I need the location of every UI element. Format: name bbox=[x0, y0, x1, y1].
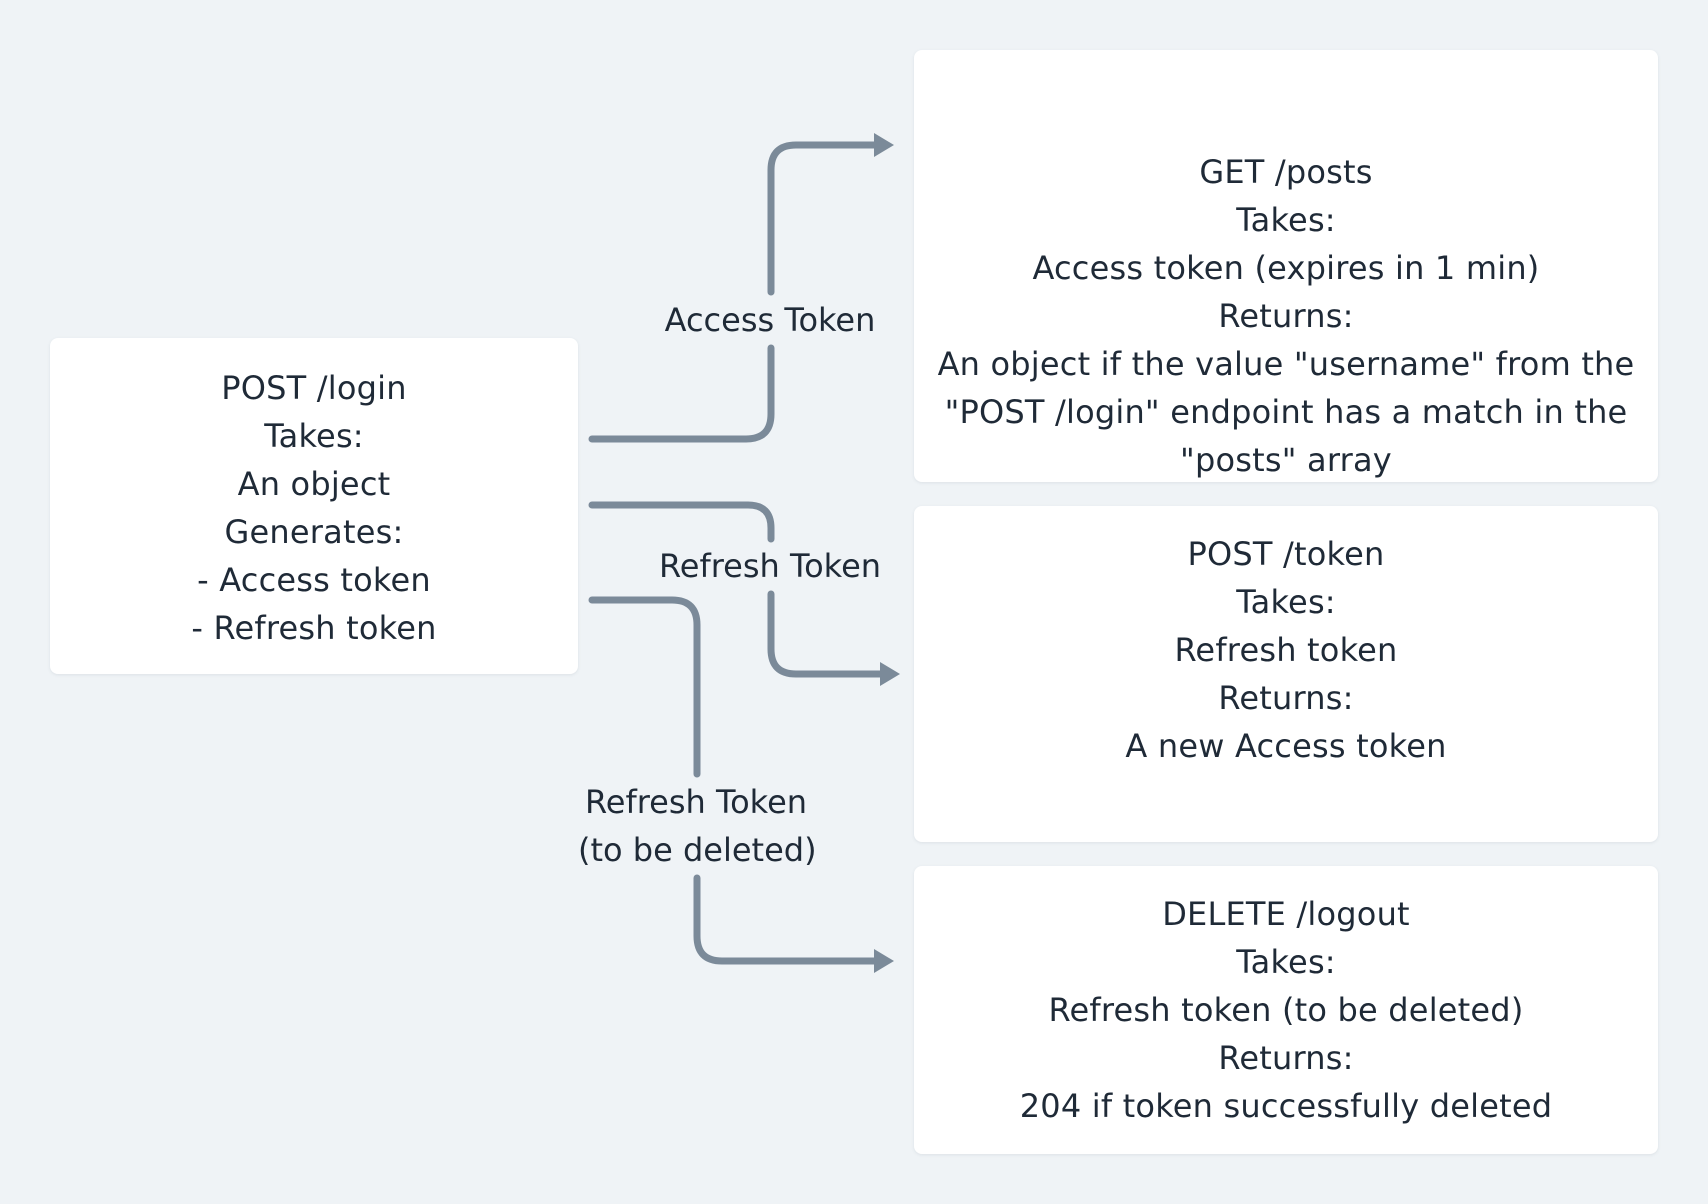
node-text: Takes: bbox=[1236, 201, 1336, 239]
node-text: Generates: bbox=[224, 513, 404, 551]
node-post-login: POST /login Takes: An object Generates: … bbox=[50, 338, 578, 674]
node-text: An object bbox=[237, 465, 391, 503]
connector-refresh-token-upper bbox=[588, 501, 775, 543]
node-title: GET /posts bbox=[1199, 153, 1373, 191]
edge-label-refresh-token: Refresh Token bbox=[658, 547, 882, 585]
node-title: DELETE /logout bbox=[1162, 895, 1410, 933]
connector-access-token-lower bbox=[588, 344, 775, 443]
node-text: Refresh token (to be deleted) bbox=[1048, 991, 1524, 1029]
node-title: POST /token bbox=[1187, 535, 1385, 573]
edge-label-line: (to be deleted) bbox=[578, 831, 817, 869]
node-text: Returns: bbox=[1218, 679, 1354, 717]
arrowhead-refresh-delete bbox=[874, 949, 894, 973]
node-text: Takes: bbox=[264, 417, 364, 455]
edge-label-refresh-token-delete: Refresh Token (to be deleted) bbox=[578, 778, 817, 874]
edge-label-access-token: Access Token bbox=[664, 301, 876, 339]
node-text: - Access token bbox=[197, 561, 431, 599]
node-text: Returns: bbox=[1218, 297, 1354, 335]
node-title: POST /login bbox=[221, 369, 407, 407]
connector-refresh-delete-upper bbox=[588, 596, 701, 778]
connector-access-token-upper bbox=[767, 141, 884, 296]
arrowhead-refresh-token bbox=[880, 662, 900, 686]
node-text: Refresh token bbox=[1174, 631, 1398, 669]
arrowhead-access-token bbox=[874, 133, 894, 157]
node-text: Access token (expires in 1 min) bbox=[1032, 249, 1540, 287]
node-text: An object if the value "username" from t… bbox=[937, 345, 1635, 383]
node-text: - Refresh token bbox=[191, 609, 437, 647]
node-text: A new Access token bbox=[1125, 727, 1447, 765]
node-text: "posts" array bbox=[1180, 441, 1392, 479]
node-text: "POST /login" endpoint has a match in th… bbox=[944, 393, 1628, 431]
edge-label-line: Refresh Token bbox=[584, 783, 808, 821]
connector-refresh-token-lower bbox=[767, 590, 890, 678]
connector-refresh-delete-lower bbox=[693, 874, 884, 965]
node-text: Takes: bbox=[1236, 583, 1336, 621]
node-post-token: POST /token Takes: Refresh token Returns… bbox=[914, 506, 1658, 842]
node-text: 204 if token successfully deleted bbox=[1019, 1087, 1553, 1125]
node-text: Takes: bbox=[1236, 943, 1336, 981]
node-get-posts: GET /posts Takes: Access token (expires … bbox=[914, 50, 1658, 482]
node-delete-logout: DELETE /logout Takes: Refresh token (to … bbox=[914, 866, 1658, 1154]
node-text: Returns: bbox=[1218, 1039, 1354, 1077]
